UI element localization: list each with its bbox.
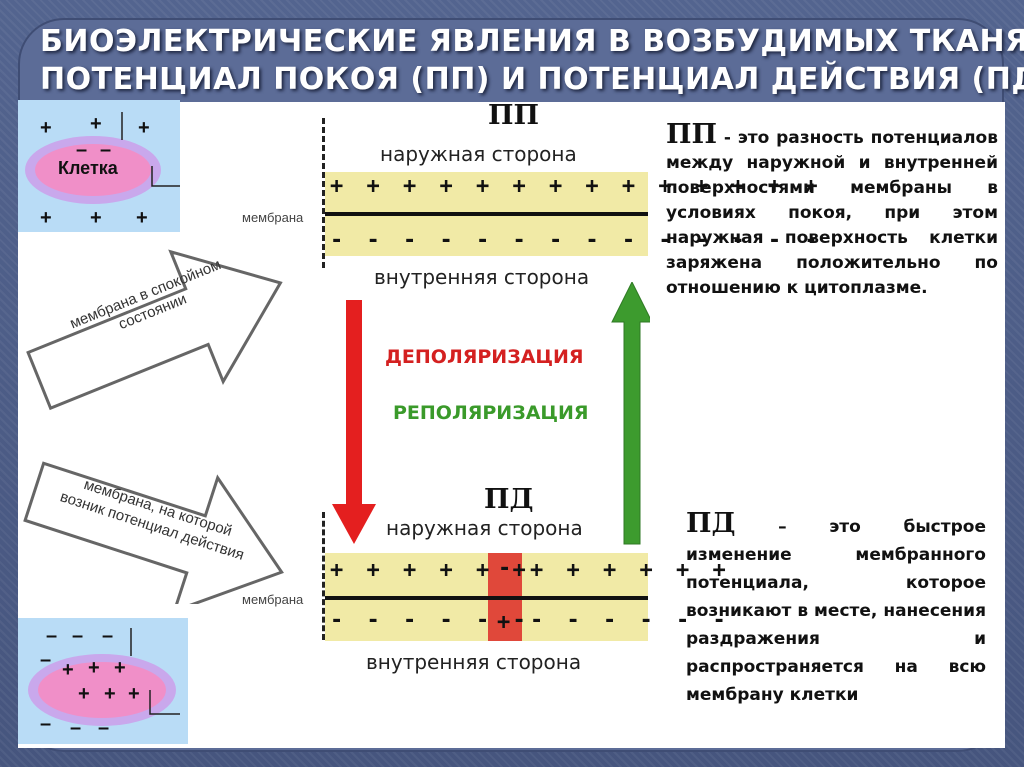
pd-membrane-line xyxy=(325,596,648,600)
pd-zone-inner-charge: + xyxy=(497,610,510,635)
pd-heading: ПД xyxy=(484,484,534,515)
minus-sign: – xyxy=(70,718,81,738)
minus-sign: – xyxy=(98,718,109,738)
pp-membrane-line xyxy=(325,212,648,216)
plus-sign: + xyxy=(128,684,140,704)
plus-sign: + xyxy=(90,114,102,134)
minus-sign: – xyxy=(40,714,51,734)
slide-title-line2: ПОТЕНЦИАЛ ПОКОЯ (ПП) И ПОТЕНЦИАЛ ДЕЙСТВИ… xyxy=(40,62,1000,97)
plus-sign: + xyxy=(104,684,116,704)
pp-outer-label: наружная сторона xyxy=(380,142,577,166)
pd-outer-label: наружная сторона xyxy=(386,516,583,540)
pp-definition: ПП - это разность потенциалов между нару… xyxy=(666,122,998,301)
plus-sign: + xyxy=(114,658,126,678)
depolarization-label: ДЕПОЛЯРИЗАЦИЯ xyxy=(385,346,584,368)
plus-sign: + xyxy=(136,208,148,228)
plus-sign: + xyxy=(88,658,100,678)
plus-sign: + xyxy=(78,684,90,704)
pp-definition-text: - это разность потенциалов между наружно… xyxy=(666,128,998,298)
repolarization-label: РЕПОЛЯРИЗАЦИЯ xyxy=(393,402,589,424)
pd-definition: ПД – это быстрое изменение мембранного п… xyxy=(686,510,986,709)
pp-membrane-label: мембрана xyxy=(242,210,303,225)
minus-sign: – xyxy=(46,626,57,646)
plus-sign: + xyxy=(62,660,74,680)
minus-sign: – xyxy=(76,140,87,160)
pd-membrane-label: мембрана xyxy=(242,592,303,607)
slide-title-line1: БИОЭЛЕКТРИЧЕСКИЕ ЯВЛЕНИЯ В ВОЗБУДИМЫХ ТК… xyxy=(40,24,1000,59)
plus-sign: + xyxy=(40,118,52,138)
pd-zone-outer-charge: - xyxy=(498,556,511,581)
plus-sign: + xyxy=(40,208,52,228)
plus-sign: + xyxy=(90,208,102,228)
pp-heading: ПП xyxy=(488,100,539,131)
pd-definition-term: ПД xyxy=(686,508,736,539)
minus-sign: – xyxy=(72,626,83,646)
pp-definition-term: ПП xyxy=(666,119,717,150)
plus-sign: + xyxy=(138,118,150,138)
minus-sign: – xyxy=(40,650,51,670)
pd-definition-text: – это быстрое изменение мембранного поте… xyxy=(686,517,986,705)
minus-sign: – xyxy=(100,140,111,160)
minus-sign: – xyxy=(102,626,113,646)
pd-inner-label: внутренняя сторона xyxy=(366,650,581,674)
cell-label: Клетка xyxy=(58,158,118,178)
